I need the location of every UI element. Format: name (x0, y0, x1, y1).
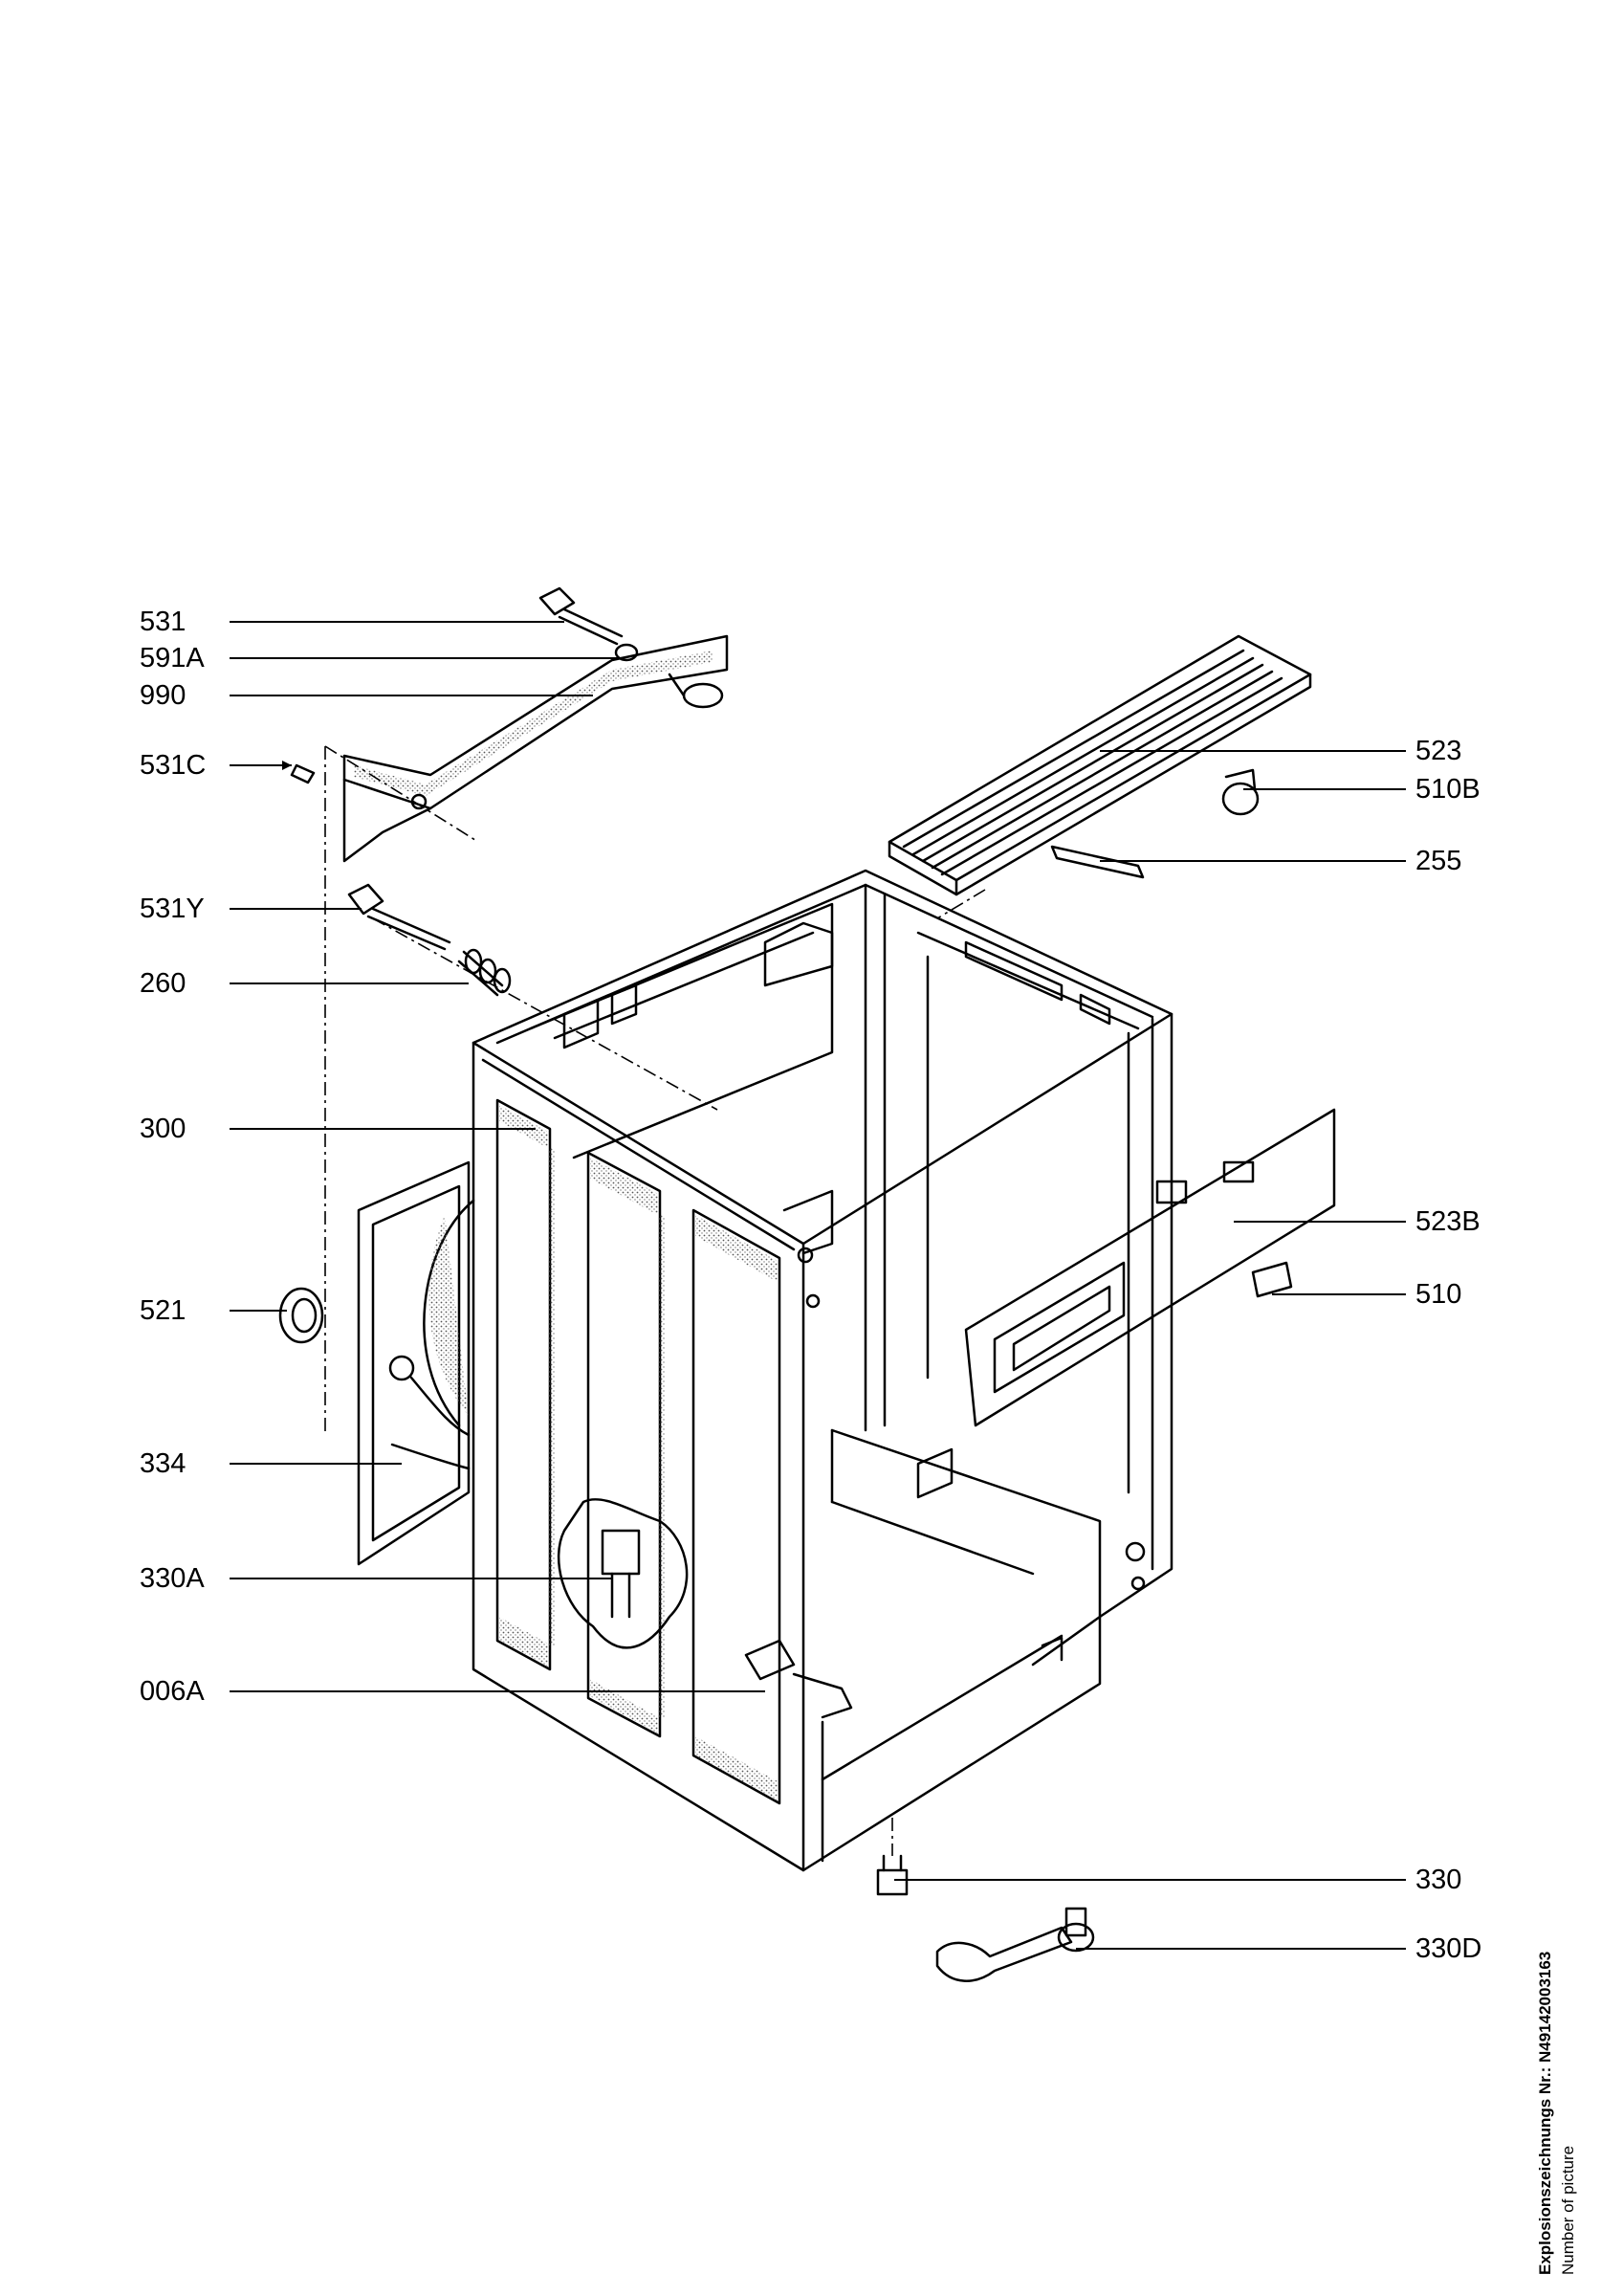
callout-531c: 531C (140, 750, 207, 781)
spring-260 (457, 948, 512, 997)
callout-334: 334 (140, 1448, 186, 1479)
top-cross-member (342, 634, 729, 863)
callout-330d: 330D (1415, 1933, 1482, 1964)
callout-330a: 330A (140, 1563, 205, 1594)
strip-255 (1050, 845, 1145, 879)
screw-531c (290, 763, 316, 784)
plate-510 (1251, 1261, 1293, 1298)
leader-lines-left (230, 621, 765, 1692)
callout-300: 300 (140, 1114, 186, 1144)
washer-591a (614, 643, 639, 662)
callout-531: 531 (140, 607, 186, 637)
foot-330 (876, 1854, 909, 1896)
callout-255: 255 (1415, 846, 1462, 876)
door-seal-shading (428, 1215, 469, 1416)
drawing-number-subtitle: Number of picture (1559, 2145, 1577, 2275)
callout-510: 510 (1415, 1279, 1462, 1310)
assembly-axis-lines (324, 745, 986, 1856)
callout-523b: 523B (1415, 1206, 1480, 1237)
callout-330: 330 (1415, 1865, 1462, 1895)
cabinet-frame (472, 869, 1173, 1872)
cabinet-panel-shading (499, 1105, 778, 1800)
callout-990: 990 (140, 680, 186, 711)
callout-521: 521 (140, 1295, 186, 1326)
clip-510b (1221, 768, 1260, 816)
arrowhead-531c (282, 761, 292, 770)
callout-523: 523 (1415, 736, 1462, 766)
wrench-330d (935, 1907, 1095, 1982)
control-panel-bracket (964, 1108, 1336, 1427)
bolt-531 (538, 586, 624, 646)
callout-006a: 006A (140, 1676, 205, 1707)
ring-521 (278, 1287, 324, 1344)
leader-lines-right (894, 750, 1406, 1950)
foot-330a (557, 1498, 689, 1649)
bolt-531y (347, 883, 451, 951)
bracket-006a (744, 1639, 853, 1719)
callout-260: 260 (140, 968, 186, 999)
front-door-panel (357, 1160, 475, 1566)
callout-531y: 531Y (140, 894, 205, 924)
callout-510b: 510B (1415, 774, 1480, 805)
top-rail-cover (888, 634, 1312, 896)
drawing-number-title: Explosionszeichnungs Nr.: N49142003163 (1536, 1951, 1554, 2275)
cross-member-shading (354, 651, 713, 796)
callout-591a: 591A (140, 643, 205, 673)
